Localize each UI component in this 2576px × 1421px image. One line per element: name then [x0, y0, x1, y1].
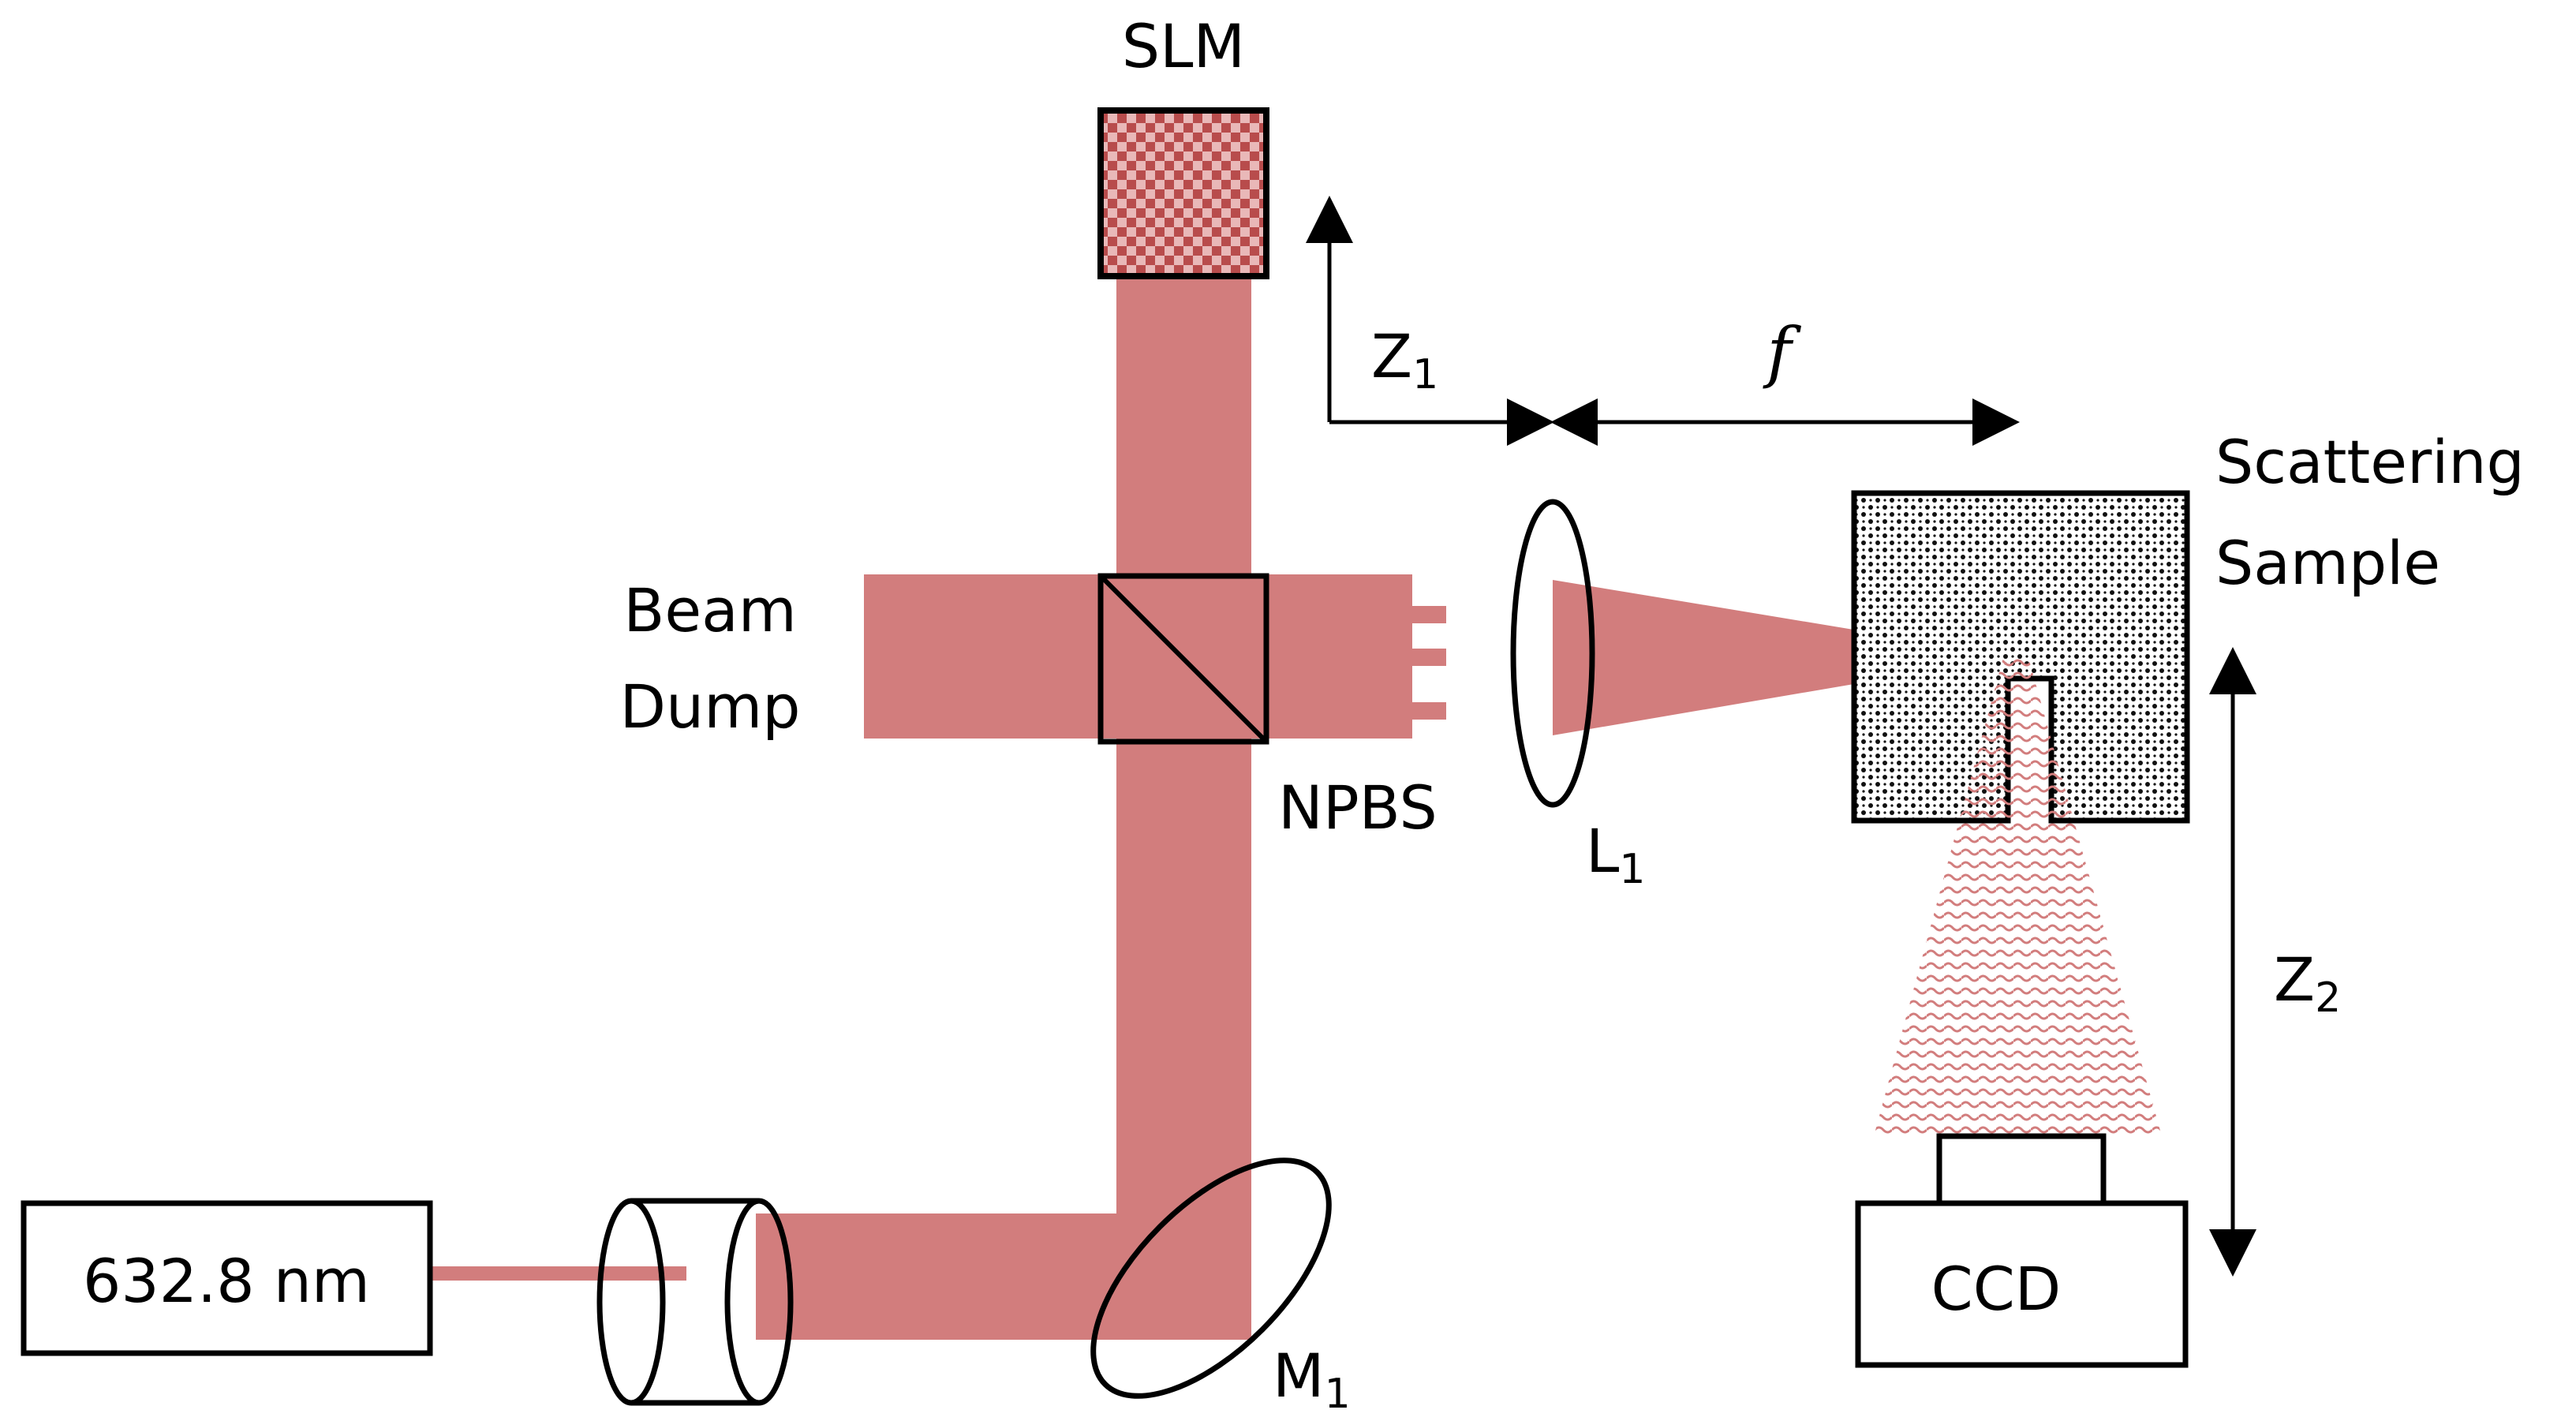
scattered-light-cone — [1874, 655, 2162, 1136]
focal-label: f — [1762, 313, 1801, 391]
z1-axis: Z1 — [1306, 196, 1554, 446]
ccd-label: CCD — [1931, 1254, 2062, 1324]
scattering-sample: Scattering Sample — [1851, 427, 2525, 824]
lens-l1-shape — [1510, 499, 1595, 808]
expander-lens-left — [596, 1198, 666, 1406]
mirror-m1-shape — [1090, 1157, 1332, 1399]
npbs-label: NPBS — [1278, 772, 1438, 843]
mirror-m1-label: M1 — [1273, 1341, 1351, 1418]
beam-dump-label-line2: Dump — [620, 671, 801, 742]
z2-label: Z2 — [2274, 944, 2341, 1022]
slm-device — [1097, 107, 1269, 279]
beam-paths — [426, 272, 2016, 1340]
z2-axis: Z2 — [2209, 647, 2341, 1277]
slm-label: SLM — [1122, 11, 1245, 81]
lens-l1-label: L1 — [1586, 816, 1645, 893]
laser-box — [21, 1200, 433, 1356]
beam-laser-line — [426, 1266, 686, 1281]
mirror-m1: M1 — [1090, 1157, 1351, 1418]
z1-label: Z1 — [1371, 321, 1438, 398]
ccd-body — [1855, 1200, 2189, 1368]
laser-source: 632.8 nm — [21, 1200, 433, 1356]
focal-length: f — [1550, 313, 2020, 446]
beam-dump: Beam Dump — [620, 575, 801, 742]
scattering-label-line2: Sample — [2215, 528, 2440, 598]
beam-fringe — [1389, 574, 1446, 739]
npbs-cube — [1097, 573, 1269, 745]
beam-focused-cone — [1553, 580, 2016, 735]
ccd-camera: CCD — [1855, 1133, 2189, 1368]
scattering-label-line1: Scattering — [2215, 427, 2525, 497]
npbs-diagonal — [1098, 574, 1269, 744]
slm: SLM — [1097, 11, 1269, 279]
expander-lens-right — [724, 1198, 794, 1406]
beam-expander — [596, 1198, 794, 1406]
laser-wavelength-label: 632.8 nm — [83, 1246, 370, 1316]
npbs: NPBS — [1097, 573, 1438, 843]
ccd-sensor-head — [1936, 1133, 2107, 1206]
beam-vertical — [1116, 272, 1251, 1340]
lens-l1: L1 — [1510, 499, 1645, 893]
beam-dump-label-line1: Beam — [623, 575, 797, 645]
